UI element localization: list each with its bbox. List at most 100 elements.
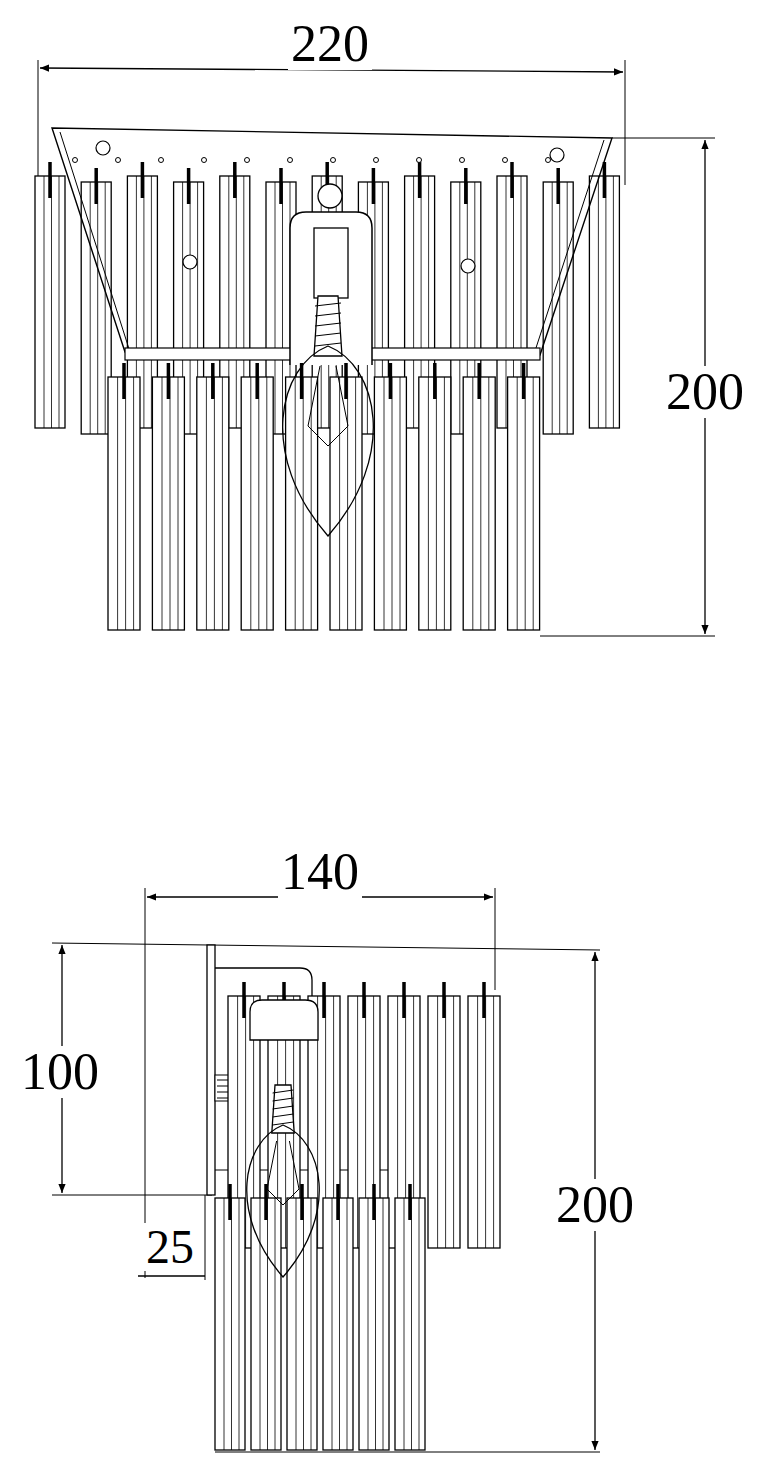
mount-hole [318,184,342,208]
crystal-rod [241,377,273,630]
screw-dot [159,158,164,163]
socket-thread [273,1106,294,1109]
rod-facet [125,377,126,630]
rod-facet [295,377,296,630]
wall-plate [207,945,215,1195]
rod-hanger [389,363,393,399]
bulb-socket [272,1085,294,1133]
rod-facet [355,377,356,630]
rod-facet [493,996,494,1248]
rod-facet [347,1198,348,1450]
rod-hanger [372,168,376,204]
screw-dot [417,158,422,163]
extension-line [215,1452,600,1453]
rod-facet [411,1198,412,1450]
socket-thread [273,1098,294,1101]
rod-facet [559,182,560,434]
crystal-rod [468,996,500,1248]
rod-hanger [556,168,560,204]
rod-hanger [228,1184,232,1220]
screw-dot [202,158,207,163]
extension-line [52,1195,212,1196]
rod-facet [275,1198,276,1450]
dimension-value: 140 [278,846,362,898]
rod-facet [90,182,91,434]
rod-hanger [408,1184,412,1220]
rod-facet [459,182,460,434]
screw-dot [331,158,336,163]
lamp-holder [290,212,372,365]
canopy-frame [52,128,612,355]
rod-facet [231,1198,232,1450]
rod-hanger [433,363,437,399]
dimension-value: 220 [288,18,372,70]
dimension-line [138,1275,205,1276]
rod-facet [143,176,144,428]
dimension-value: 200 [663,366,747,418]
crystal-rod [359,1198,389,1450]
rod-hanger [522,363,526,399]
rod-hanger [255,363,259,399]
rod-facet [436,377,437,630]
dimension-value: 200 [553,1179,637,1231]
rod-facet [117,377,118,630]
rod-facet [267,1198,268,1450]
rod-facet [224,1198,225,1450]
rod-facet [419,1198,420,1450]
rod-facet [472,377,473,630]
rod-facet [400,377,401,630]
holder-stem [314,228,348,298]
rod-facet [339,1198,340,1450]
candle-bulb [283,346,374,536]
rod-hanger [242,982,246,1018]
socket-thread [315,323,341,326]
rod-hanger [344,363,348,399]
rod-facet [613,176,614,428]
rod-hanger [187,168,191,204]
rod-facet [260,1198,261,1450]
rod-hanger [279,168,283,204]
rod-facet [485,996,486,1248]
rod-hanger [48,162,52,198]
rod-facet [170,377,171,630]
rod-hanger [402,982,406,1018]
rod-facet [480,377,481,630]
rod-facet [250,377,251,630]
screw-dot [73,158,78,163]
screw-dot [374,158,379,163]
rod-facet [236,176,237,428]
screw-dot [546,158,551,163]
rod-facet [517,377,518,630]
rod-facet [303,377,304,630]
rod-facet [413,176,414,428]
rod-hanger [418,162,422,198]
bulb-socket [314,296,342,356]
rod-facet [162,377,163,630]
rod-facet [190,182,191,434]
rod-facet [605,176,606,428]
rod-facet [258,377,259,630]
crystal-rod [81,182,111,434]
rod-facet [357,996,358,1248]
rod-facet [266,377,267,630]
rod-hanger [603,162,607,198]
crystal-rod [323,1198,353,1450]
crystal-rod [428,996,460,1248]
rod-facet [51,176,52,428]
crystal-rod [251,1198,281,1450]
socket-thread [315,303,341,306]
rod-hanger [477,363,481,399]
extension-line [540,636,715,637]
rod-facet [97,182,98,434]
socket-thread [315,333,341,336]
rod-facet [428,377,429,630]
socket-thread [273,1090,294,1093]
rod-facet [567,182,568,434]
extension-line [38,60,39,176]
rod-facet [404,1198,405,1450]
bulb-filament [267,1141,299,1205]
rod-facet [384,377,385,630]
crystal-rod [287,1198,317,1450]
rod-facet [506,176,507,428]
